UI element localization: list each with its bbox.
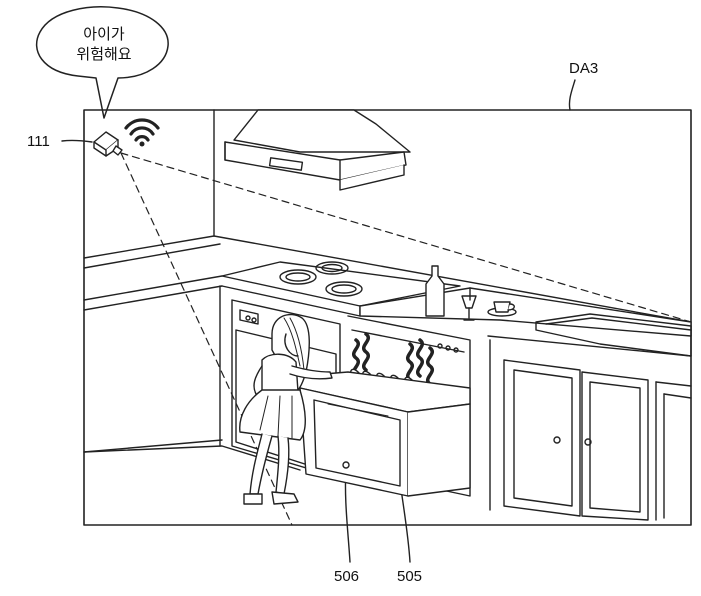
cabinets	[487, 335, 692, 521]
label-handle: 506	[334, 568, 359, 585]
bubble-text-line2: 위험해요	[76, 45, 131, 63]
child	[239, 313, 333, 505]
wifi-icon	[124, 118, 160, 147]
left-counter	[83, 275, 223, 453]
range-hood	[224, 109, 411, 191]
speech-bubble-icon	[35, 6, 169, 119]
leader-area	[568, 79, 576, 111]
bubble-text-line1: 아이가	[83, 25, 125, 43]
wine-glass	[461, 295, 477, 321]
label-dishwasher: 505	[397, 568, 422, 585]
leader-camera	[61, 139, 93, 143]
label-camera: 111	[27, 133, 50, 150]
label-area: DA3	[569, 60, 598, 77]
dishwasher-door	[299, 371, 471, 497]
area-frame	[83, 109, 692, 526]
camera-icon	[93, 131, 123, 157]
room-walls	[83, 109, 692, 323]
floor-line	[83, 445, 301, 471]
cup	[487, 301, 517, 317]
bottle	[425, 265, 445, 317]
